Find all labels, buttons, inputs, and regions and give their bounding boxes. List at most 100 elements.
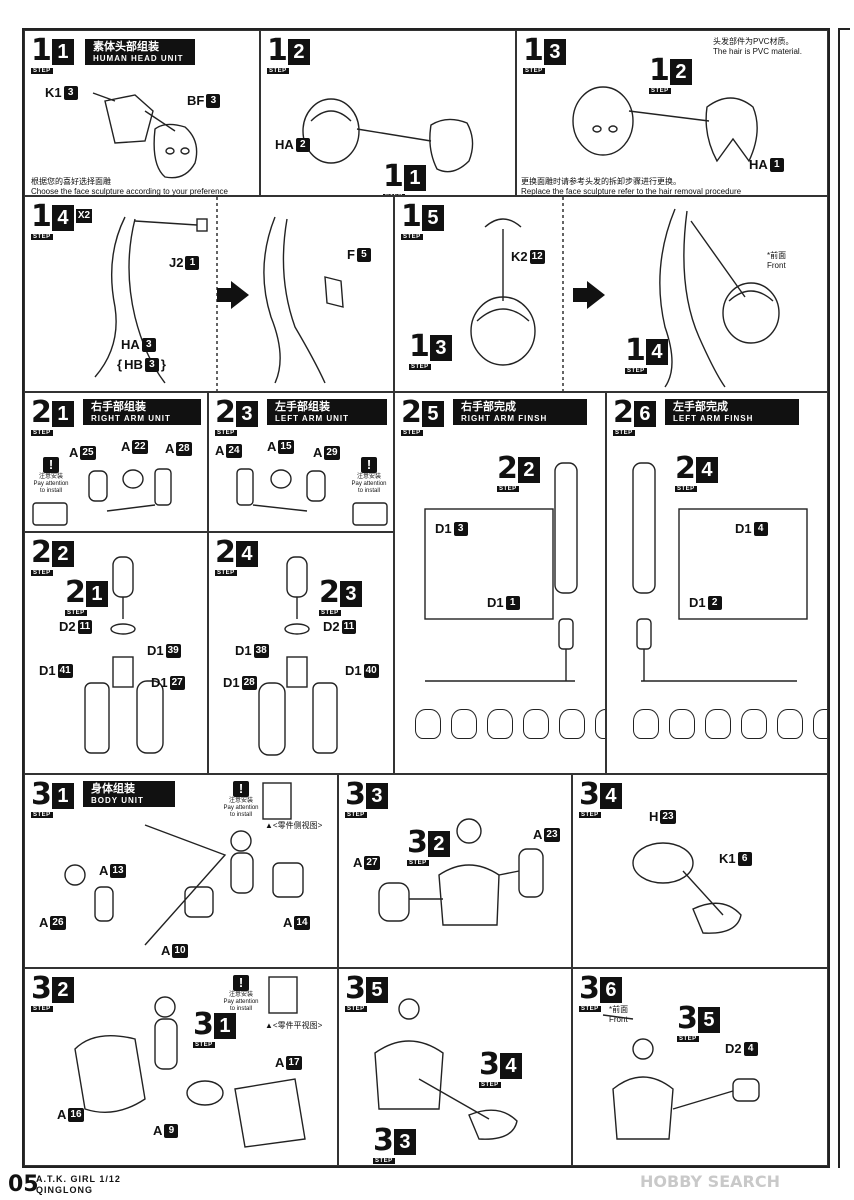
head-hair-assembly-illustration <box>470 197 780 391</box>
step-title: 素体头部组装 HUMAN HEAD UNIT <box>85 39 195 65</box>
elbow-illustration <box>84 556 164 754</box>
product-name: QINGLONG <box>36 1185 93 1195</box>
torso-illustration <box>378 818 544 926</box>
view-note: ▲<零件侧视图> <box>265 821 323 830</box>
hair-base-illustration <box>302 98 474 173</box>
side-bar <box>838 28 850 1168</box>
hand-options <box>415 709 605 739</box>
step-minor: 1 <box>51 39 74 65</box>
hand-options <box>633 709 827 739</box>
body-unit-illustration <box>64 782 304 946</box>
hair-attach-illustration <box>572 86 758 163</box>
right-arm-illustration <box>424 462 578 682</box>
title-cn: 素体头部组装 <box>93 40 159 53</box>
step-major: 1 <box>31 33 52 68</box>
hand-part <box>669 709 695 739</box>
hip-illustration <box>632 842 742 934</box>
hand-part <box>633 709 659 739</box>
product-line: A.T.K. GIRL 1/12 <box>36 1174 121 1184</box>
hand-part <box>415 709 441 739</box>
step-note: 更换面雕时请参考头发的拆卸步骤进行更换。Replace the face scu… <box>521 177 742 196</box>
title-en: HUMAN HEAD UNIT <box>93 53 184 63</box>
hand-part <box>741 709 767 739</box>
quantity-x2: X2 <box>75 209 93 223</box>
hand-part <box>451 709 477 739</box>
page-frame <box>22 28 830 1168</box>
view-note: ▲<零件平视图> <box>265 1021 323 1030</box>
left-arm-illustration <box>632 462 808 682</box>
watermark: HOBBY SEARCH <box>640 1172 780 1191</box>
step-badge: 1 1 STEP <box>31 33 74 74</box>
head-unit-illustration <box>92 92 198 179</box>
